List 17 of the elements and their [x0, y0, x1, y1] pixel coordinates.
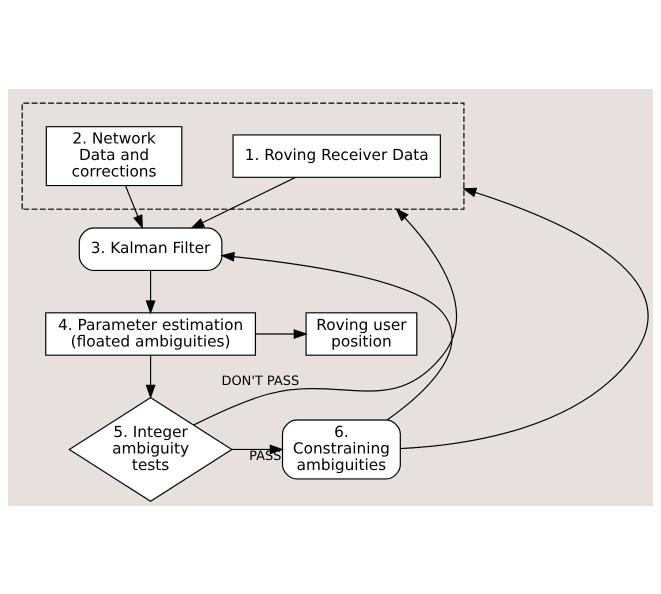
arrow: [194, 207, 457, 425]
arrow: [146, 354, 156, 398]
node-box: 6. Constraining ambiguities: [282, 418, 401, 479]
edge-label: DON'T PASS: [222, 374, 300, 389]
node-box: 4. Parameter estimation (floated ambiguities): [45, 312, 256, 356]
node-box: Roving user position: [305, 312, 418, 356]
node-box: 2. Network Data and corrections: [46, 126, 182, 186]
arrow: [125, 185, 143, 229]
cluster: [22, 102, 464, 210]
arrow: [146, 270, 156, 314]
node-box: 1. Roving Receiver Data: [232, 134, 441, 178]
node-diamond: 5. Integer ambiguity tests: [68, 396, 233, 502]
arrow: [220, 251, 452, 420]
node-box: 3. Kalman Filter: [78, 226, 222, 270]
arrow: [190, 176, 296, 228]
arrow: [256, 328, 308, 338]
arrow: [400, 187, 648, 449]
